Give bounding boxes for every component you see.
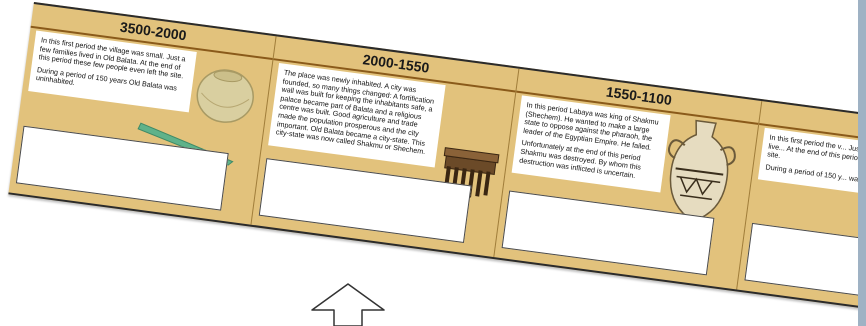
panel-description: In this first period the v... Just a few… (758, 128, 866, 202)
up-arrow-icon (308, 282, 388, 326)
answer-box[interactable] (744, 223, 866, 308)
timeline-panel-1550-1100: 1550-1100 In this period Labaya was king… (494, 69, 762, 290)
description-paragraph: The place was newly inhabited. A city wa… (275, 69, 439, 158)
timeline-panel-3500-2000: 3500-2000 In this first period the villa… (9, 4, 277, 225)
timeline-panel-2000-1550: 2000-1550 The place was newly inhabited.… (251, 36, 519, 257)
window-edge (858, 0, 866, 326)
timeline-strip: 3500-2000 In this first period the villa… (8, 2, 866, 326)
